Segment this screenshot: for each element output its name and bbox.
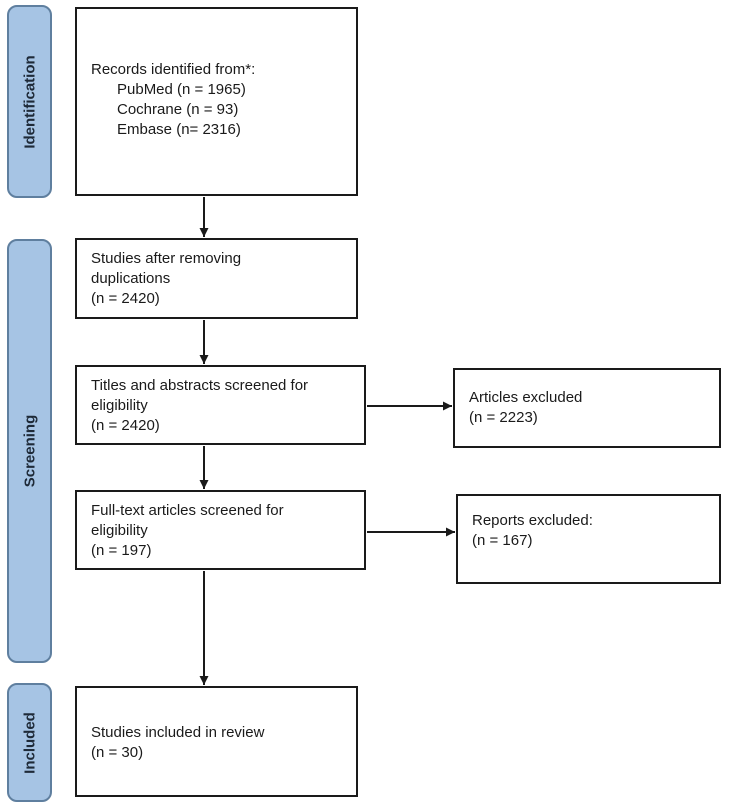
articles-excluded-count: (n = 2223): [469, 409, 538, 426]
reports-excluded-count: (n = 167): [472, 532, 533, 549]
included-studies-box: Studies included in review (n = 30): [75, 686, 358, 797]
titles-count: (n = 2420): [91, 417, 160, 434]
phase-screening: Screening: [7, 239, 52, 663]
dedup-line-2: duplications: [91, 270, 171, 287]
records-pubmed: PubMed (n = 1965): [117, 81, 246, 98]
included-count: (n = 30): [91, 744, 144, 761]
fulltext-count: (n = 197): [91, 542, 152, 559]
articles-excluded-label: Articles excluded: [469, 389, 583, 406]
records-title: Records identified from*:: [91, 61, 256, 78]
reports-excluded-box: Reports excluded: (n = 167): [456, 494, 721, 584]
phase-included: Included: [7, 683, 52, 802]
fulltext-line-1: Full-text articles screened for: [91, 502, 284, 519]
fulltext-screened-box: Full-text articles screened for eligibil…: [75, 490, 366, 570]
dedup-line-1: Studies after removing: [91, 250, 242, 267]
dedup-count: (n = 2420): [91, 290, 160, 307]
titles-line-1: Titles and abstracts screened for: [91, 377, 309, 394]
records-identified-box: Records identified from*: PubMed (n = 19…: [75, 7, 358, 196]
fulltext-line-2: eligibility: [91, 522, 148, 539]
reports-excluded-label: Reports excluded:: [472, 512, 593, 529]
included-line-1: Studies included in review: [91, 724, 265, 741]
phase-identification: Identification: [7, 5, 52, 198]
deduplicated-studies-box: Studies after removing duplications (n =…: [75, 238, 358, 319]
records-embase: Embase (n= 2316): [117, 121, 241, 138]
titles-abstracts-screened-box: Titles and abstracts screened for eligib…: [75, 365, 366, 445]
articles-excluded-box: Articles excluded (n = 2223): [453, 368, 721, 448]
titles-line-2: eligibility: [91, 397, 148, 414]
records-cochrane: Cochrane (n = 93): [117, 101, 239, 118]
